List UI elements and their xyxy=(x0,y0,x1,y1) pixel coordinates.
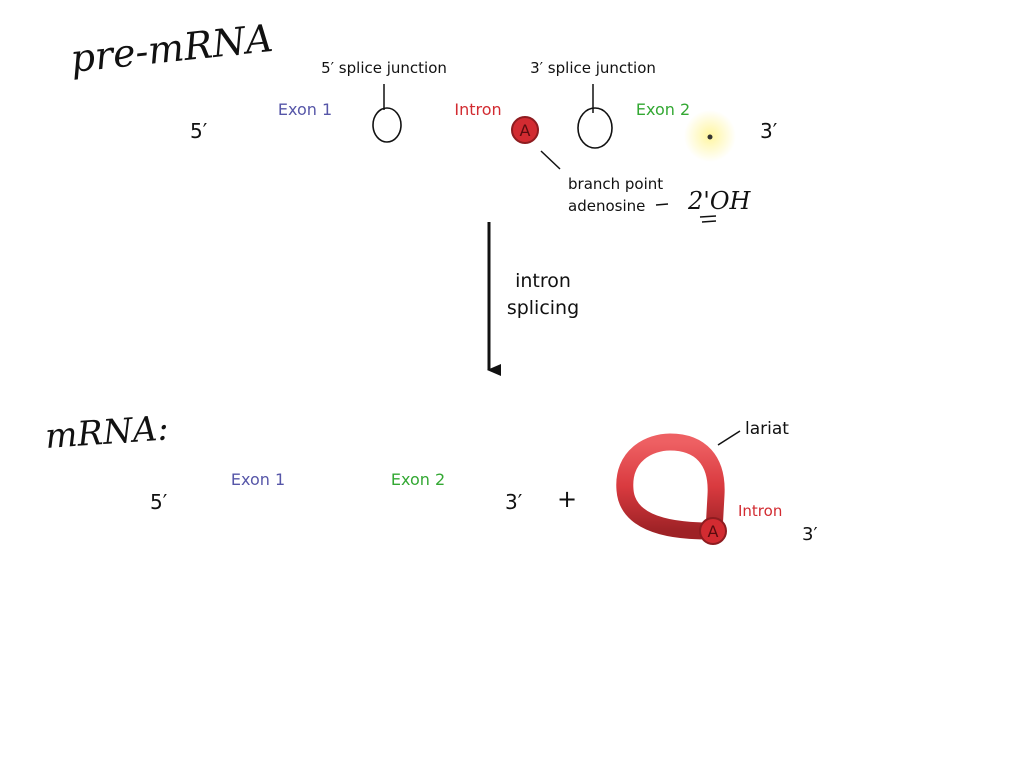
lariat-3prime: 3′ xyxy=(802,524,818,545)
handwritten-dash xyxy=(655,203,669,206)
lariat-structure: A xyxy=(616,433,801,545)
branch-point-adenosine xyxy=(511,116,539,144)
handwritten-pre-mrna: pre-mRNA xyxy=(68,16,275,81)
handwritten-mrna: mRNA: xyxy=(44,408,170,457)
process-label-line1: intron xyxy=(515,270,571,292)
five-splice-junction-label: 5′ splice junction xyxy=(321,59,447,77)
handwritten-2oh: 2'OH xyxy=(687,187,752,215)
branch-point-label-line1: branch point xyxy=(568,175,663,193)
lariat-label: lariat xyxy=(745,419,789,439)
lariat-pointer xyxy=(717,430,741,446)
pre-mrna-exon2-label: Exon 2 xyxy=(636,100,690,119)
mrna-exon1-label: Exon 1 xyxy=(231,470,285,489)
mrna-5prime: 5′ xyxy=(150,490,168,514)
five-splice-junction-circle xyxy=(372,107,402,143)
pre-mrna-3prime: 3′ xyxy=(760,119,778,143)
process-label-line2: splicing xyxy=(507,297,579,319)
branch-point-label-line2: adenosine xyxy=(568,197,645,215)
lariat-adenosine-letter: A xyxy=(708,522,719,541)
lariat-adenosine xyxy=(699,517,727,545)
branch-point-pointer xyxy=(540,150,561,170)
three-splice-junction-circle xyxy=(577,107,613,149)
adenosine-letter: A xyxy=(520,121,531,140)
cursor-dot xyxy=(707,134,713,140)
pre-mrna-exon1-label: Exon 1 xyxy=(278,100,332,119)
handwritten-underline xyxy=(699,215,717,223)
pre-mrna-intron-label: Intron xyxy=(454,100,501,119)
lariat-loop xyxy=(616,433,725,540)
lariat-intron-label: Intron xyxy=(738,502,782,520)
pre-mrna-5prime: 5′ xyxy=(190,119,208,143)
plus-sign: + xyxy=(557,485,577,513)
mrna-exon2-label: Exon 2 xyxy=(391,470,445,489)
three-splice-junction-label: 3′ splice junction xyxy=(530,59,656,77)
mrna-3prime: 3′ xyxy=(505,490,523,514)
